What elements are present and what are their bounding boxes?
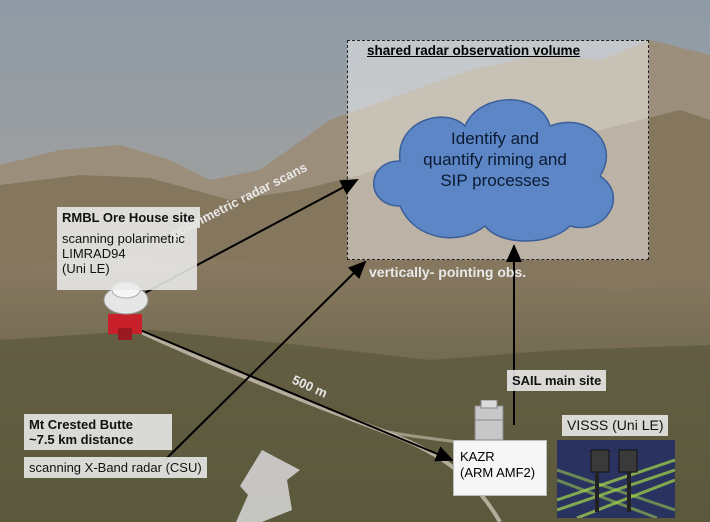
visss-label: VISSS (Uni LE) bbox=[562, 415, 669, 436]
observation-volume-title: shared radar observation volume bbox=[367, 43, 581, 58]
kazr-radar-icon bbox=[474, 400, 504, 441]
cloud-shape bbox=[373, 99, 614, 242]
crested-line-1: Mt Crested Butte bbox=[29, 417, 134, 432]
cloud-text: Identify and quantify riming and SIP pro… bbox=[390, 128, 600, 191]
kazr-line-2: (ARM AMF2) bbox=[460, 465, 536, 480]
crested-line-2: ~7.5 km distance bbox=[29, 432, 134, 447]
rmbl-line-1: scanning polarimetric bbox=[62, 231, 185, 246]
kazr-line-1: KAZR bbox=[460, 449, 495, 464]
rmbl-site-details: scanning polarimetric LIMRAD94 (Uni LE) bbox=[57, 228, 197, 290]
cloud-line-3: SIP processes bbox=[440, 171, 550, 190]
crested-butte-title: Mt Crested Butte ~7.5 km distance bbox=[24, 414, 172, 450]
xband-scan-arrow bbox=[164, 260, 367, 461]
visss-instrument-image bbox=[557, 440, 675, 518]
baseline-500m-arrow bbox=[127, 324, 454, 462]
rmbl-line-3: (Uni LE) bbox=[62, 261, 110, 276]
vertical-pointing-label: vertically- pointing obs. bbox=[369, 264, 527, 280]
kazr-label-box: KAZR (ARM AMF2) bbox=[453, 440, 547, 496]
cloud-line-2: quantify riming and bbox=[423, 150, 567, 169]
rmbl-site-title: RMBL Ore House site bbox=[57, 207, 200, 228]
sail-main-site-label: SAIL main site bbox=[507, 370, 607, 391]
rmbl-line-2: LIMRAD94 bbox=[62, 246, 126, 261]
cloud-line-1: Identify and bbox=[451, 129, 539, 148]
crested-butte-radar: scanning X-Band radar (CSU) bbox=[24, 457, 207, 478]
